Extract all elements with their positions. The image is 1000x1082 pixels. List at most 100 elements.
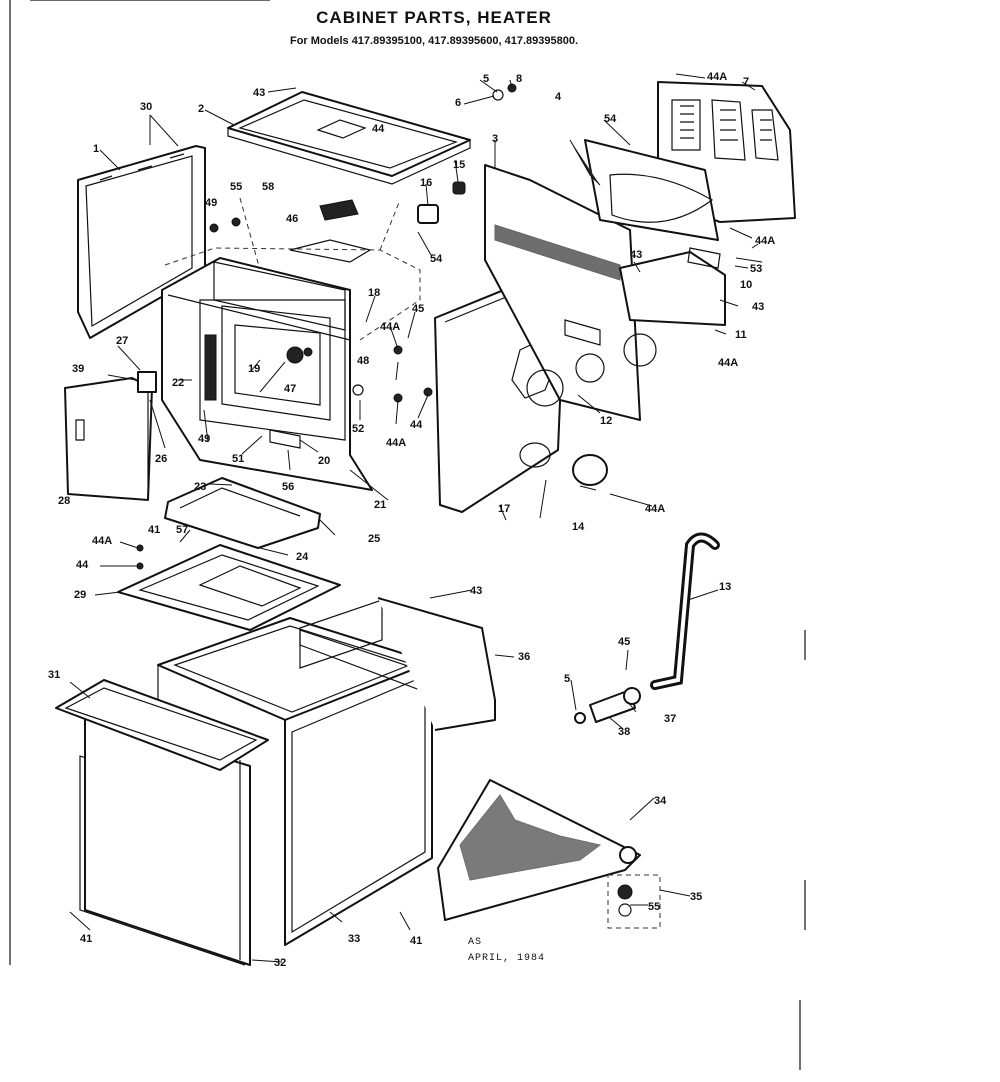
callout-33: 33	[348, 933, 360, 945]
callout-31: 31	[48, 669, 60, 681]
callout-37: 37	[664, 713, 676, 725]
callout-42: 43	[253, 87, 265, 99]
diagram-title: CABINET PARTS, HEATER	[316, 8, 552, 27]
callout-22: 22	[172, 377, 184, 389]
mounting-bracket	[619, 247, 726, 326]
callout-49-b: 49	[198, 433, 210, 445]
callout-58: 58	[262, 181, 274, 193]
callout-15: 15	[453, 159, 465, 171]
rear-panel	[484, 164, 657, 421]
callout-49: 49	[205, 197, 217, 209]
vent-fitting	[574, 687, 641, 724]
callout-23: 23	[194, 481, 206, 493]
callout-24: 24	[296, 551, 309, 563]
callout-44-e: 44A	[645, 503, 665, 515]
callout-17: 17	[498, 503, 510, 515]
callout-53: 53	[750, 263, 762, 275]
exhaust-duct	[650, 532, 720, 690]
callout-20: 20	[318, 455, 330, 467]
callout-44A: 45	[618, 636, 630, 648]
callout-27: 27	[116, 335, 128, 347]
callout-48: 48	[357, 355, 369, 367]
callout-21: 21	[374, 499, 386, 511]
callout-26: 26	[155, 453, 167, 465]
callout-51: 51	[232, 453, 244, 465]
cabinet	[55, 597, 496, 966]
callout-39: 39	[72, 363, 84, 375]
callout-7: 7	[743, 76, 749, 88]
callout-34: 34	[654, 795, 667, 807]
callout-44-c: 44A	[386, 437, 406, 449]
callout-5: 5	[483, 73, 489, 85]
callout-6: 6	[455, 97, 461, 109]
scan-artifacts	[799, 630, 806, 1070]
callout-35: 35	[690, 891, 702, 903]
callout-8: 8	[516, 73, 522, 85]
callout-43-c: 44	[76, 559, 89, 571]
terminal-board	[569, 139, 719, 241]
callout-12: 12	[600, 415, 612, 427]
callout-18: 18	[368, 287, 380, 299]
callout-5-b: 5	[564, 673, 570, 685]
callout-13: 13	[719, 581, 731, 593]
callout-47: 47	[284, 383, 296, 395]
gasket-frame	[117, 544, 341, 631]
callout-45: 45	[412, 303, 424, 315]
callout-32: 32	[274, 957, 286, 969]
stamp-code: AS	[468, 937, 482, 948]
callout-41-c: 41	[410, 935, 422, 947]
callout-54: 54	[604, 113, 617, 125]
callout-41-a: 41	[148, 524, 160, 536]
callout-19: 19	[248, 363, 260, 375]
callout-25: 25	[368, 533, 380, 545]
stamp-date: APRIL, 1984	[468, 953, 545, 964]
rear-housing	[164, 197, 421, 341]
lint-filter	[64, 377, 153, 501]
callout-4: 4	[555, 91, 562, 103]
callout-43-b: 44	[410, 419, 423, 431]
callout-1: 1	[93, 143, 99, 155]
callout-29: 29	[74, 589, 86, 601]
callout-16: 16	[420, 177, 432, 189]
thermostat-16	[417, 204, 439, 224]
callout-11: 11	[735, 329, 747, 341]
callout-42-b: 43	[752, 301, 764, 313]
base-plate	[164, 477, 321, 549]
callout-55-b: 55	[648, 901, 660, 913]
callout-44-top: 44A	[707, 71, 727, 83]
callout-55: 55	[230, 181, 242, 193]
callout-44-mid: 44A	[718, 357, 738, 369]
fuse-holder	[319, 199, 359, 221]
callout-44-right: 44A	[755, 235, 775, 247]
callout-3: 3	[492, 133, 498, 145]
filter-bracket	[137, 371, 157, 393]
callouts: 30 1 2 43 44 5 8 6 3 44A 7 4 54 44A 53 1…	[48, 71, 775, 969]
cabinet-base	[437, 779, 661, 929]
callout-14: 14	[572, 521, 585, 533]
callout-54-b: 54	[430, 253, 443, 265]
callout-10: 10	[740, 279, 752, 291]
callout-30: 30	[140, 101, 152, 113]
callout-42-right: 43	[630, 249, 642, 261]
top-cover	[227, 91, 471, 185]
callout-38: 38	[618, 726, 630, 738]
callout-43: 44	[372, 123, 385, 135]
leader-lines	[69, 73, 763, 963]
callout-52: 52	[352, 423, 364, 435]
callout-46: 46	[286, 213, 298, 225]
callout-42-c: 43	[470, 585, 482, 597]
callout-57: 57	[176, 524, 188, 536]
callout-2: 2	[198, 103, 204, 115]
callout-64: 44A	[380, 321, 400, 333]
cabinet-top-frame	[55, 679, 269, 771]
fasteners	[136, 83, 608, 570]
callout-44-d: 44A	[92, 535, 112, 547]
model-numbers: For Models 417.89395100, 417.89395600, 4…	[289, 35, 579, 47]
hole-plug	[572, 454, 608, 486]
thermostat-15	[452, 181, 466, 195]
callout-36: 36	[518, 651, 530, 663]
callout-41-b: 41	[80, 933, 92, 945]
callout-56: 56	[282, 481, 294, 493]
